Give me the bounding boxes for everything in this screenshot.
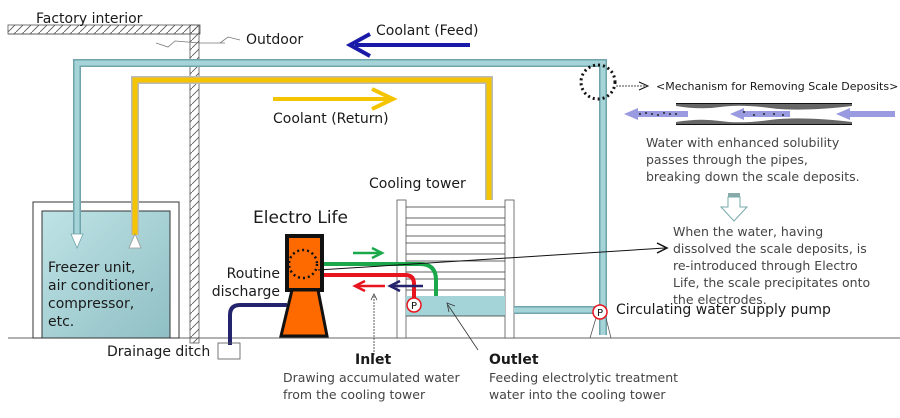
electro-life-label: Electro Life [253, 208, 348, 228]
factory-interior-label: Factory interior [36, 11, 143, 27]
inlet-direction-arrow-icon [352, 279, 385, 293]
circulating-pump-label: Circulating water supply pump [616, 302, 831, 318]
scale-focus-circle [579, 63, 617, 101]
precipitate-description: When the water, having dissolved the sca… [673, 224, 871, 307]
outdoor-leader [219, 36, 241, 44]
circulating-pump-icon [589, 304, 612, 339]
feed-down-arrow-icon [70, 233, 84, 250]
circulating-pump-symbol: P [597, 308, 603, 319]
coolant-return-label: Coolant (Return) [273, 111, 389, 127]
inlet-pump-symbol: P [411, 301, 417, 312]
cooling-tower [396, 199, 515, 339]
drainage-ditch-icon [217, 342, 241, 360]
scale-pipe-illustration [676, 103, 852, 125]
discharge-pipe [228, 303, 287, 345]
outlet-leader [447, 304, 479, 351]
coolant-return-arrow-icon [273, 87, 398, 111]
outdoor-label: Outdoor [246, 32, 304, 48]
outlet-title: Outlet [489, 352, 539, 368]
inlet-pump-icon [406, 297, 422, 313]
outlet-direction-arrow-icon [353, 246, 385, 260]
inlet-title: Inlet [355, 352, 392, 368]
inlet-pipe [324, 273, 416, 300]
routine-discharge-label: Routine discharge [211, 266, 280, 300]
freezer-unit-label: Freezer unit, air conditioner, compresso… [48, 260, 155, 330]
drainage-ditch-label: Drainage ditch [107, 344, 211, 360]
electrode-pointer-head-icon [656, 242, 669, 254]
inlet-description: Drawing accumulated water from the cooli… [283, 370, 460, 402]
mechanism-flow-arrows [624, 108, 895, 120]
factory-wall [7, 24, 201, 344]
mechanism-pointer-icon [638, 81, 650, 91]
coolant-feed-label: Coolant (Feed) [376, 23, 479, 39]
freezer-unit [32, 201, 180, 339]
outlet-description: Feeding electrolytic treatment water int… [489, 370, 679, 402]
mechanism-description: Water with enhanced solubility passes th… [646, 135, 860, 184]
factory-interior-leader [155, 40, 225, 48]
hollow-down-arrow-icon [719, 193, 749, 222]
inlet-flow-arrow-icon [387, 279, 423, 293]
electrode-pointer [317, 247, 666, 271]
cooling-tower-label: Cooling tower [369, 176, 466, 192]
mechanism-title: <Mechanism for Removing Scale Deposits> [656, 80, 899, 93]
return-up-arrow-icon [128, 232, 142, 249]
coolant-feed-arrow-icon [345, 32, 470, 58]
electro-life-unit [279, 234, 329, 338]
